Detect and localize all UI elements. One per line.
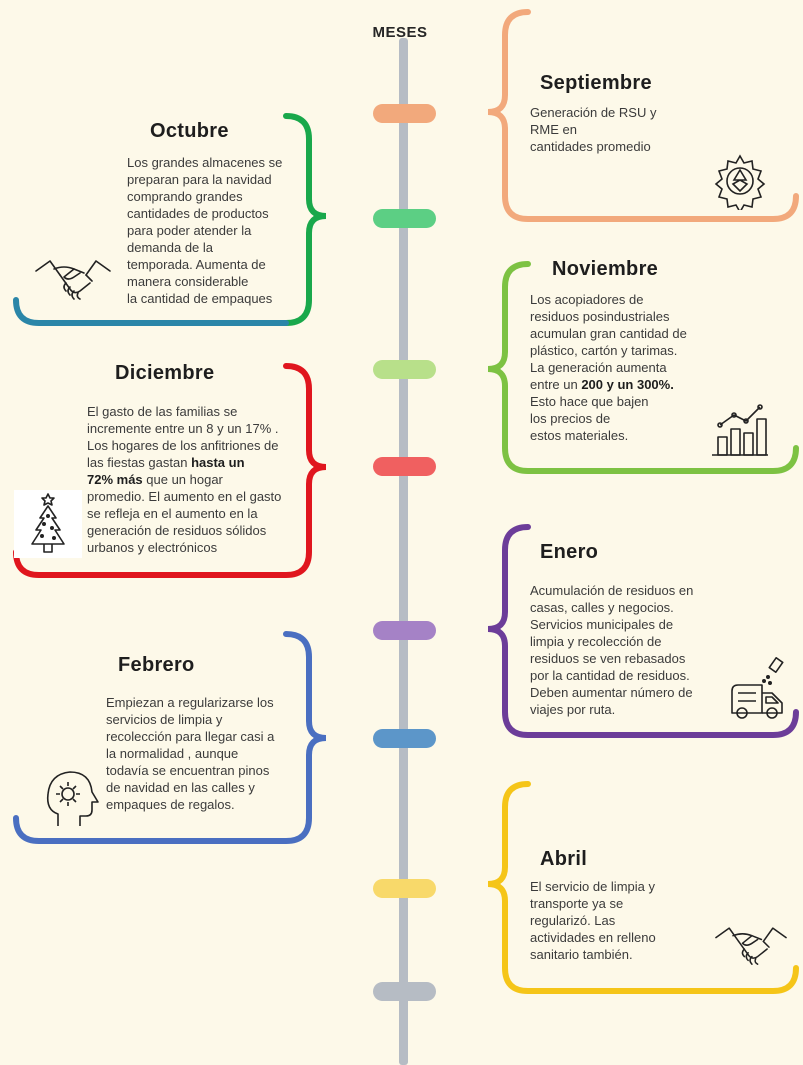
- enero-description: Acumulación de residuos en casas, calles…: [530, 582, 730, 718]
- octubre-line: para poder atender la: [127, 223, 252, 238]
- octubre-marker: [373, 209, 436, 228]
- gear-recycle-icon: [711, 152, 769, 210]
- diciembre-text: que un hogar: [142, 472, 223, 487]
- noviembre-line: estos materiales.: [530, 428, 629, 443]
- octubre-line: demanda de la: [127, 240, 214, 255]
- febrero-line: Empiezan a regularizarse los: [106, 695, 274, 710]
- octubre-bracket: [283, 113, 327, 326]
- septiembre-bracket: [487, 9, 799, 222]
- febrero-title: Febrero: [118, 654, 195, 676]
- septiembre-title: Septiembre: [540, 72, 652, 94]
- noviembre-line: acumulan gran cantidad de: [530, 326, 687, 341]
- garbage-truck-icon: [728, 657, 786, 719]
- octubre-line: preparan para la navidad: [127, 172, 272, 187]
- octubre-bracket-bottom: [13, 297, 289, 326]
- enero-marker: [373, 621, 436, 640]
- handshake-icon: [714, 924, 788, 974]
- diciembre-line: generación de residuos sólidos: [87, 523, 267, 538]
- diciembre-line: El gasto de las familias se: [87, 404, 238, 419]
- diciembre-text: las fiestas gastan: [87, 455, 192, 470]
- febrero-description: Empiezan a regularizarse los servicios d…: [106, 694, 306, 813]
- timeline-spine: [399, 38, 408, 1065]
- growth-chart-icon: [710, 401, 770, 457]
- septiembre-line: cantidades promedio: [530, 139, 651, 154]
- diciembre-line: incremente entre un 8 y un 17% .: [87, 421, 279, 436]
- noviembre-line: los precios de: [530, 411, 611, 426]
- christmas-tree-icon: [14, 490, 82, 558]
- noviembre-title: Noviembre: [552, 258, 659, 280]
- abril-line: El servicio de limpia y: [530, 879, 655, 894]
- diciembre-highlight: 72% más: [87, 472, 143, 487]
- noviembre-line: residuos posindustriales: [530, 309, 670, 324]
- diciembre-description: El gasto de las familias se incremente e…: [87, 403, 312, 556]
- diciembre-line: Los hogares de los anfitriones de: [87, 438, 279, 453]
- abril-description: El servicio de limpia y transporte ya se…: [530, 878, 730, 963]
- handshake-icon: [34, 257, 112, 309]
- febrero-line: servicios de limpia y: [106, 712, 223, 727]
- febrero-bracket: [13, 631, 327, 844]
- enero-line: limpia y recolección de: [530, 634, 662, 649]
- septiembre-description: Generación de RSU y RME en cantidades pr…: [530, 104, 750, 155]
- noviembre-bracket: [487, 261, 799, 474]
- septiembre-line: RME en: [530, 122, 577, 137]
- abril-marker: [373, 879, 436, 898]
- diciembre-line: urbanos y electrónicos: [87, 540, 218, 555]
- octubre-line: manera considerable: [127, 274, 249, 289]
- febrero-line: la normalidad , aunque: [106, 746, 239, 761]
- febrero-line: recolección para llegar casi a: [106, 729, 275, 744]
- abril-line: actividades en relleno: [530, 930, 656, 945]
- enero-bracket: [487, 524, 799, 738]
- noviembre-description: Los acopiadores de residuos posindustria…: [530, 291, 730, 444]
- abril-line: transporte ya se: [530, 896, 624, 911]
- enero-line: Deben aumentar número de: [530, 685, 693, 700]
- noviembre-marker: [373, 360, 436, 379]
- enero-title: Enero: [540, 541, 599, 563]
- enero-line: residuos se ven rebasados: [530, 651, 686, 666]
- septiembre-marker: [373, 104, 436, 123]
- abril-bracket: [487, 781, 799, 994]
- diciembre-title: Diciembre: [115, 362, 215, 384]
- diciembre-line: las fiestas gastan hasta un: [87, 454, 312, 471]
- noviembre-highlight: 200 y un 300%.: [581, 377, 674, 392]
- diciembre-marker: [373, 457, 436, 476]
- octubre-line: Los grandes almacenes se: [127, 155, 283, 170]
- noviembre-line: plástico, cartón y tarimas.: [530, 343, 678, 358]
- octubre-line: comprando grandes: [127, 189, 243, 204]
- diciembre-line: se refleja en el aumento en la: [87, 506, 258, 521]
- enero-line: viajes por ruta.: [530, 702, 616, 717]
- enero-line: Acumulación de residuos en: [530, 583, 694, 598]
- septiembre-line: Generación de RSU y: [530, 105, 657, 120]
- noviembre-line: Los acopiadores de: [530, 292, 644, 307]
- noviembre-line: entre un 200 y un 300%.: [530, 376, 730, 393]
- abril-title: Abril: [540, 848, 588, 870]
- febrero-marker: [373, 729, 436, 748]
- octubre-line: temporada. Aumenta de: [127, 257, 266, 272]
- abril-line: sanitario también.: [530, 947, 633, 962]
- febrero-line: empaques de regalos.: [106, 797, 235, 812]
- octubre-title: Octubre: [150, 120, 229, 142]
- diciembre-highlight: hasta un: [191, 455, 245, 470]
- end-marker: [373, 982, 436, 1001]
- octubre-description: Los grandes almacenes se preparan para l…: [127, 154, 312, 307]
- febrero-line: de navidad en las calles y: [106, 780, 255, 795]
- axis-title: MESES: [372, 24, 428, 41]
- diciembre-line: promedio. El aumento en el gasto: [87, 489, 282, 504]
- noviembre-line: La generación aumenta: [530, 360, 667, 375]
- noviembre-line: Esto hace que bajen: [530, 394, 649, 409]
- head-gear-icon: [36, 766, 100, 830]
- abril-line: regularizó. Las: [530, 913, 616, 928]
- diciembre-line: 72% más que un hogar: [87, 471, 312, 488]
- noviembre-text: entre un: [530, 377, 582, 392]
- enero-line: casas, calles y negocios.: [530, 600, 674, 615]
- febrero-line: todavía se encuentran pinos: [106, 763, 270, 778]
- diciembre-bracket: [13, 363, 327, 578]
- octubre-line: cantidades de productos: [127, 206, 269, 221]
- enero-line: por la cantidad de residuos.: [530, 668, 690, 683]
- enero-line: Servicios municipales de: [530, 617, 674, 632]
- octubre-line: la cantidad de empaques: [127, 291, 273, 306]
